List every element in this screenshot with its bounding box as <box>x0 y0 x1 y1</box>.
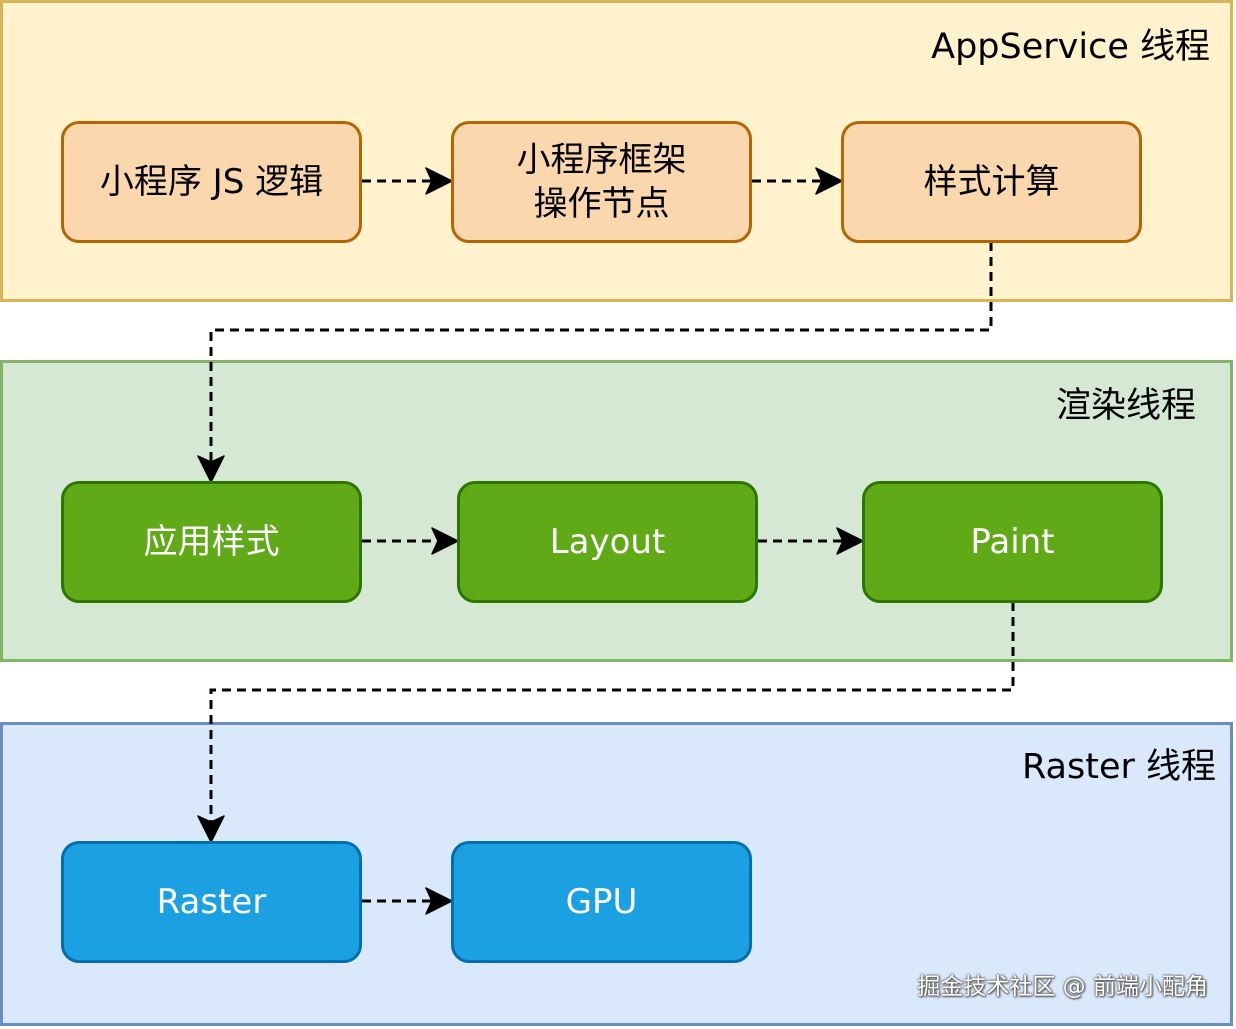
node-style-calc-label: 样式计算 <box>923 162 1060 202</box>
node-framework-ops-line-1: 小程序框架 <box>516 140 687 180</box>
node-paint-label: Paint <box>970 522 1055 562</box>
lane-title-render: 渲染线程 <box>1055 386 1196 426</box>
node-framework-ops-label: 小程序框架 操作节点 <box>517 138 687 226</box>
lane-title-appservice: AppService 线程 <box>931 27 1210 67</box>
node-style-calc: 样式计算 <box>841 121 1142 243</box>
node-paint: Paint <box>862 481 1163 603</box>
node-raster: Raster <box>61 841 362 963</box>
node-apply-style-label: 应用样式 <box>143 522 280 562</box>
node-js-logic-label: 小程序 JS 逻辑 <box>99 162 324 202</box>
node-layout: Layout <box>457 481 758 603</box>
node-framework-ops-line-2: 操作节点 <box>533 184 670 224</box>
node-gpu-label: GPU <box>565 882 638 922</box>
node-framework-ops: 小程序框架 操作节点 <box>451 121 752 243</box>
node-layout-label: Layout <box>549 522 666 562</box>
node-gpu: GPU <box>451 841 752 963</box>
node-apply-style: 应用样式 <box>61 481 362 603</box>
watermark: 掘金技术社区 @ 前端小配角 <box>917 974 1208 1000</box>
lane-title-raster: Raster 线程 <box>1021 747 1216 787</box>
node-raster-label: Raster <box>156 882 267 922</box>
node-js-logic: 小程序 JS 逻辑 <box>61 121 362 243</box>
